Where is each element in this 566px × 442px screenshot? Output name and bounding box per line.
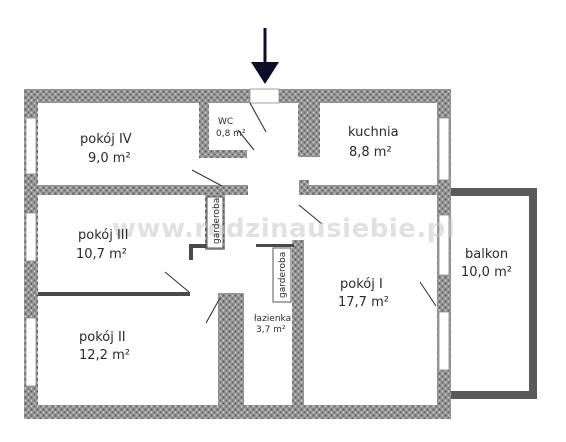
room-label-balkon: balkon 10,0 m² <box>461 247 512 280</box>
svg-text:10,0 m²: 10,0 m² <box>461 265 512 280</box>
svg-text:9,0 m²: 9,0 m² <box>88 151 131 166</box>
wardrobe-label-right: garderoba <box>278 252 288 298</box>
wardrobe-label-left: garderoba <box>212 198 222 244</box>
room-label-wc: WC 0,8 m² <box>216 117 246 139</box>
balcony-outline <box>451 188 537 399</box>
wardrobe-right <box>272 247 292 303</box>
svg-text:0,8 m²: 0,8 m² <box>216 129 246 139</box>
svg-text:pokój II: pokój II <box>79 330 126 345</box>
svg-text:łazienka: łazienka <box>254 314 291 324</box>
room-label-pokoj-iv: pokój IV 9,0 m² <box>80 132 132 166</box>
svg-text:12,2 m²: 12,2 m² <box>79 348 130 363</box>
room-label-lazienka: łazienka 3,7 m² <box>254 314 291 335</box>
room-label-pokoj-ii: pokój II 12,2 m² <box>79 330 130 363</box>
svg-text:8,8 m²: 8,8 m² <box>349 145 392 160</box>
svg-text:pokój IV: pokój IV <box>80 132 132 147</box>
room-label-pokoj-iii: pokój III 10,7 m² <box>76 228 128 262</box>
svg-text:pokój I: pokój I <box>340 277 383 292</box>
thin-walls <box>38 244 294 296</box>
entrance-door <box>249 88 280 104</box>
watermark: www.rodzinausiebie.pl <box>112 214 455 244</box>
door-swings <box>164 102 437 324</box>
svg-text:kuchnia: kuchnia <box>348 125 399 140</box>
wardrobe-left <box>206 196 224 249</box>
room-label-kuchnia: kuchnia 8,8 m² <box>348 125 399 160</box>
svg-text:17,7 m²: 17,7 m² <box>338 295 389 310</box>
room-label-pokoj-i: pokój I 17,7 m² <box>338 277 389 310</box>
windows <box>25 117 450 387</box>
svg-text:balkon: balkon <box>465 247 508 262</box>
svg-text:10,7 m²: 10,7 m² <box>76 247 127 262</box>
entrance-arrow-icon <box>251 28 279 84</box>
svg-text:3,7 m²: 3,7 m² <box>256 325 286 335</box>
svg-text:WC: WC <box>218 117 233 127</box>
svg-text:pokój III: pokój III <box>78 228 128 243</box>
